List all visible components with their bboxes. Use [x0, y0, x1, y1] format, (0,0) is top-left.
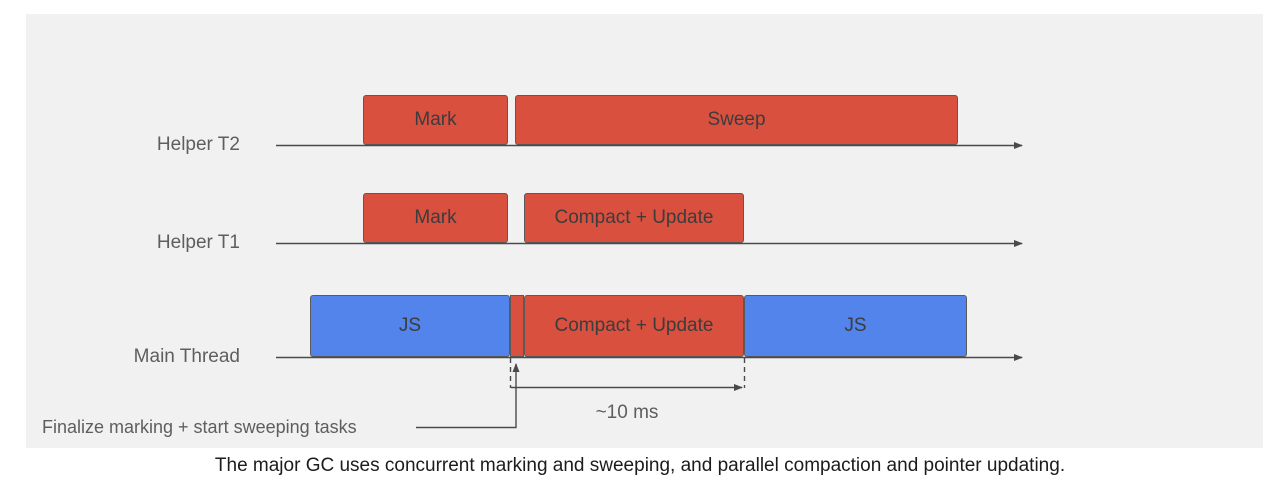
bar-main-compact-update[interactable]: Compact + Update: [524, 295, 744, 357]
bar-t1-compact-update[interactable]: Compact + Update: [524, 193, 744, 243]
lane-label-helper-t1: Helper T1: [156, 232, 240, 253]
bar-main-js-second[interactable]: JS: [744, 295, 967, 357]
bar-t2-mark[interactable]: Mark: [363, 95, 508, 145]
lane-label-helper-t2: Helper T2: [156, 134, 240, 155]
duration-label: ~10 ms: [595, 402, 659, 423]
bar-t2-sweep[interactable]: Sweep: [515, 95, 958, 145]
bar-main-finalize-sliver[interactable]: [510, 295, 524, 357]
figure-caption: The major GC uses concurrent marking and…: [214, 455, 1066, 476]
bar-t1-mark[interactable]: Mark: [363, 193, 508, 243]
bar-main-js-first[interactable]: JS: [310, 295, 510, 357]
finalize-callout-label: Finalize marking + start sweeping tasks: [42, 417, 357, 437]
lane-label-main-thread: Main Thread: [133, 346, 240, 367]
